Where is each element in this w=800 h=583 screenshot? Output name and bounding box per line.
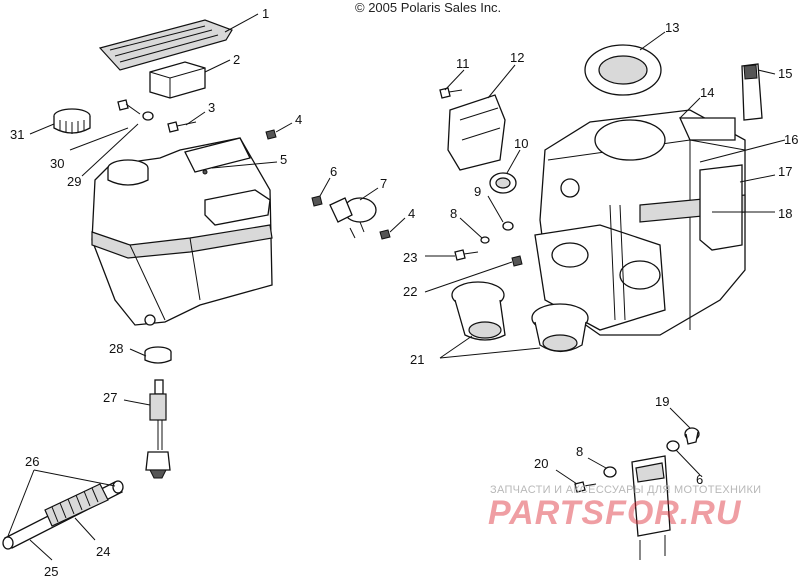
part-screw-22	[511, 255, 523, 267]
callout-11: 11	[456, 56, 470, 71]
callout-24: 24	[96, 544, 110, 559]
callout-27: 27	[103, 390, 117, 405]
part-block	[149, 61, 206, 99]
part-bracket	[447, 94, 506, 171]
callout-17: 17	[778, 164, 792, 179]
callout-3: 3	[208, 100, 215, 115]
watermark-logo: PARTSFOR.RU	[488, 494, 742, 532]
part-hose	[2, 480, 124, 550]
part-bolt-20	[574, 481, 597, 493]
callout-12: 12	[510, 50, 524, 65]
part-bracket-bottom	[631, 455, 671, 560]
callout-16: 16	[784, 132, 798, 147]
part-valve	[329, 197, 377, 239]
callout-4b: 4	[408, 206, 415, 221]
callout-1: 1	[262, 6, 269, 21]
callout-18: 18	[778, 206, 792, 221]
callout-5: 5	[280, 152, 287, 167]
part-washer-6-bottom	[666, 440, 680, 452]
callout-29: 29	[67, 174, 81, 189]
part-grommet	[489, 172, 517, 231]
callout-30: 30	[50, 156, 64, 171]
part-airbox	[534, 109, 746, 336]
part-sensor	[145, 379, 171, 479]
leader-lines	[7, 13, 786, 561]
callout-6b: 6	[696, 472, 703, 487]
callout-22: 22	[403, 284, 417, 299]
part-screw-11	[439, 87, 463, 99]
part-cap	[53, 108, 91, 134]
callout-25: 25	[44, 564, 58, 578]
part-plug	[144, 346, 172, 364]
part-cover	[98, 19, 233, 71]
callout-7: 7	[380, 176, 387, 191]
callout-10: 10	[514, 136, 528, 151]
part-nut-6-top	[311, 195, 323, 207]
part-clip	[741, 63, 763, 121]
part-intake-boot-right	[531, 303, 589, 353]
callout-15: 15	[778, 66, 792, 81]
callout-28: 28	[109, 341, 123, 356]
callout-21: 21	[410, 352, 424, 367]
callout-20: 20	[534, 456, 548, 471]
callout-8a: 8	[450, 206, 457, 221]
callout-2: 2	[233, 52, 240, 67]
part-filter-ring	[584, 44, 662, 96]
part-bolt-19	[684, 427, 700, 445]
part-intake-boot-left	[451, 281, 506, 341]
callout-13: 13	[665, 20, 679, 35]
callout-23: 23	[403, 250, 417, 265]
part-bolt-8-top	[480, 236, 490, 244]
part-oil-tank	[91, 137, 273, 326]
callout-19: 19	[655, 394, 669, 409]
part-bolt-23	[454, 249, 479, 261]
callout-9: 9	[474, 184, 481, 199]
part-nut-4-right	[379, 229, 391, 240]
callout-14: 14	[700, 85, 714, 100]
watermark-tagline: ЗАПЧАСТИ И АКСЕССУАРЫ ДЛЯ МОТОТЕХНИКИ	[490, 484, 762, 496]
part-washer-8-bottom	[603, 466, 617, 478]
copyright-notice: © 2005 Polaris Sales Inc.	[355, 0, 502, 15]
callout-4a: 4	[295, 112, 302, 127]
callout-labels: 1 2 3 4 5 6 7 4 8 9 10 11 12 13 14 15 16…	[10, 6, 798, 579]
callout-6a: 6	[330, 164, 337, 179]
part-nut-4-left	[265, 129, 277, 140]
callout-26: 26	[25, 454, 39, 469]
callout-31: 31	[10, 127, 24, 142]
part-bolt-3	[167, 121, 197, 133]
callout-8b: 8	[576, 444, 583, 459]
part-bolt-washer	[117, 99, 154, 121]
